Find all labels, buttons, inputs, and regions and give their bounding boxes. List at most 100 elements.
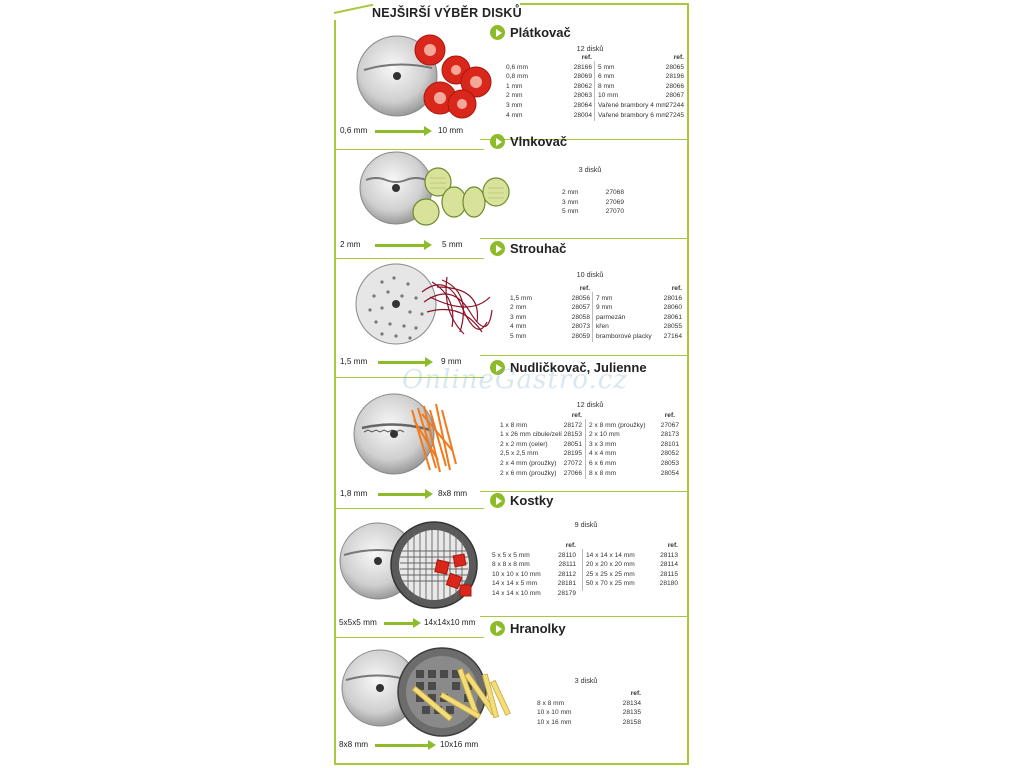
disc-count: 9 disků <box>574 520 598 529</box>
frame-top <box>520 3 688 5</box>
ref-header: ref. <box>565 542 576 549</box>
play-icon <box>490 621 505 636</box>
divider-3 <box>480 355 688 356</box>
range-max: 14x14x10 mm <box>424 618 476 627</box>
play-icon <box>490 241 505 256</box>
divider-1-low <box>334 149 484 150</box>
table-separator <box>585 419 586 479</box>
range-max: 5 mm <box>442 240 463 249</box>
range-min: 1,5 mm <box>340 357 368 366</box>
section-title-strouhac: Strouhač <box>490 241 566 256</box>
ref-header: ref. <box>664 412 675 419</box>
range-max: 9 mm <box>441 357 462 366</box>
watermark-logo: OnlineGastro.cz <box>402 365 629 395</box>
section-title-julienne: Nudličkovač, Julienne <box>490 360 647 375</box>
grater-disc-image <box>355 263 493 345</box>
range-max: 10x16 mm <box>440 740 479 749</box>
ref-row: 2 x 8 mm (proužky)27067 <box>589 421 679 429</box>
ref-header: ref. <box>571 412 582 419</box>
disc-count: 12 disků <box>576 400 604 409</box>
range-arrow <box>375 740 436 750</box>
range-min: 5x5x5 mm <box>339 618 377 627</box>
ref-row: 2 x 2 mm (celer)28051 <box>500 440 582 448</box>
divider-1 <box>480 139 688 140</box>
ref-row: 2 x 4 mm (proužky)27072 <box>500 459 582 467</box>
range-min: 1,8 mm <box>340 489 368 498</box>
play-icon <box>490 25 505 40</box>
range-arrow <box>378 489 433 499</box>
frame-title-slant <box>333 3 374 14</box>
crinkle-disc-image <box>359 151 510 226</box>
section-title-hranolky: Hranolky <box>490 621 566 636</box>
range-min: 2 mm <box>340 240 361 249</box>
play-icon <box>490 360 505 375</box>
play-icon <box>490 493 505 508</box>
range-arrow <box>375 240 432 250</box>
ref-header: ref. <box>667 542 678 549</box>
frame-bottom <box>334 763 689 765</box>
section-title-vlnkovac: Vlnkovač <box>490 134 567 149</box>
ref-header: ref. <box>630 690 641 697</box>
disc-count: 3 disků <box>574 676 598 685</box>
page-title: NEJŠIRŠÍ VÝBĚR DISKŮ <box>372 6 522 20</box>
table-separator <box>582 549 583 591</box>
divider-5 <box>480 616 688 617</box>
divider-2-low <box>334 258 484 259</box>
range-arrow <box>378 357 433 367</box>
fries-disc-image <box>341 647 511 737</box>
range-max: 10 mm <box>438 126 464 135</box>
divider-5-low <box>334 637 484 638</box>
range-arrow <box>384 618 421 628</box>
section-title-platkovac: Plátkovač <box>490 25 571 40</box>
julienne-disc-image <box>353 393 457 475</box>
section-title-kostky: Kostky <box>490 493 553 508</box>
frame-right <box>687 3 689 765</box>
range-arrow <box>375 126 432 136</box>
table-separator <box>594 61 595 121</box>
range-max: 8x8 mm <box>438 489 468 498</box>
